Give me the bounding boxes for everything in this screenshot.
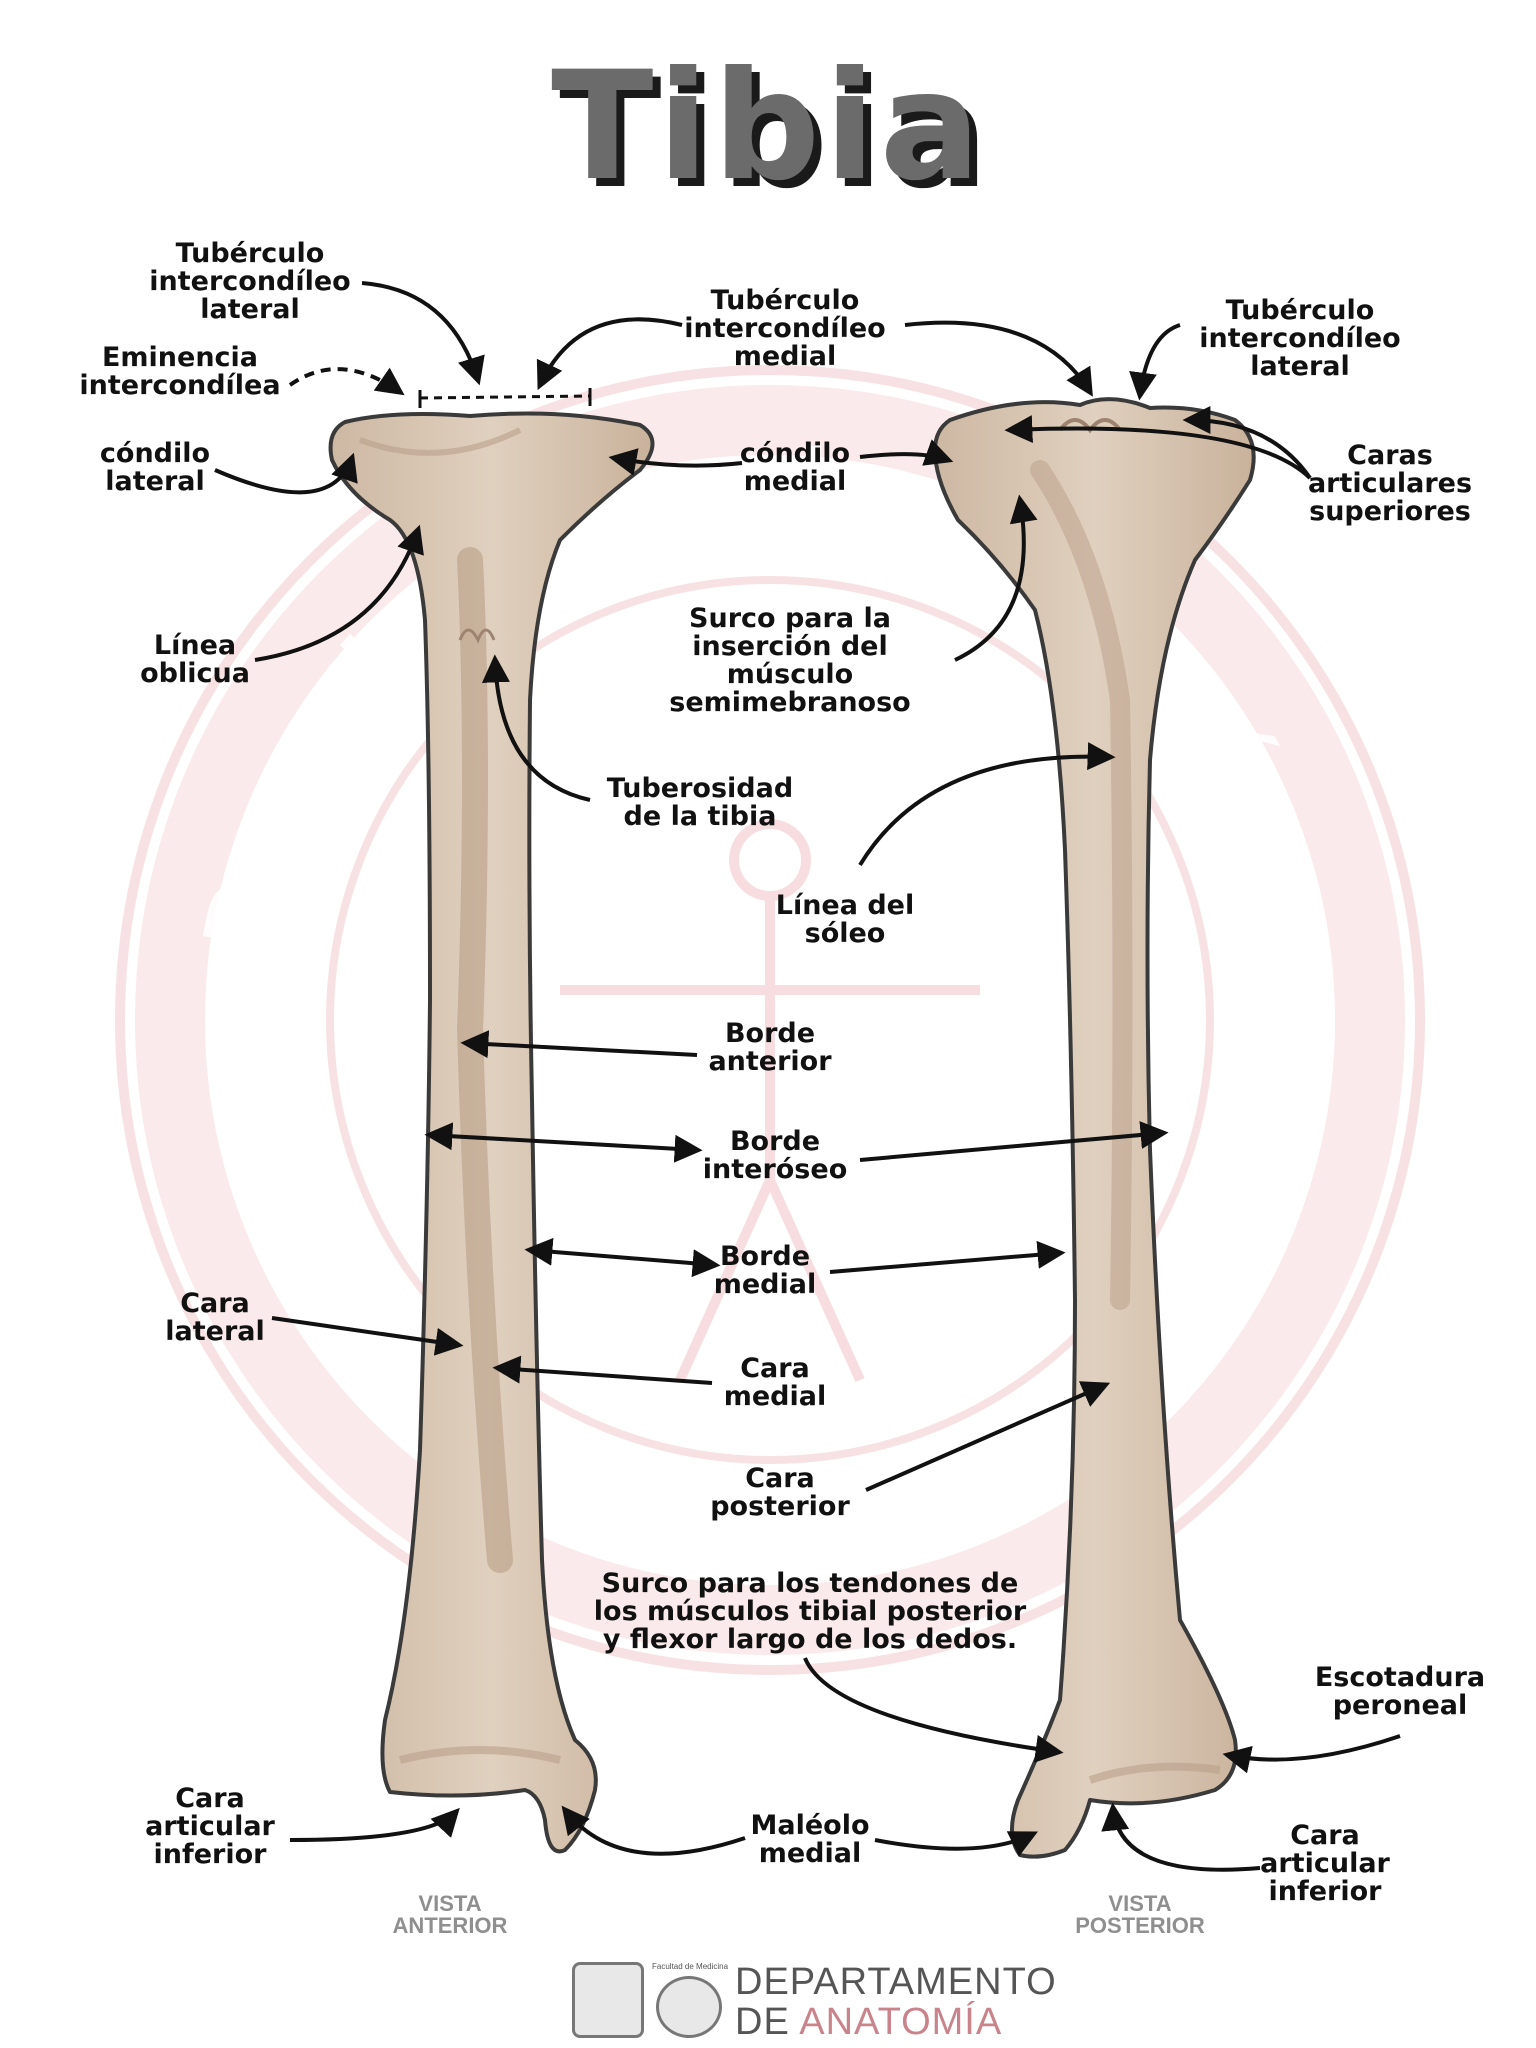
label-lateral-surface: Cara lateral: [165, 1288, 265, 1347]
label-medial-condyle: cóndilo medial: [739, 438, 851, 497]
label-tibial-tuberosity: Tuberosidad de la tibia: [606, 773, 794, 832]
tibia-posterior-view: [933, 397, 1256, 1859]
faculty-seal-icon: [656, 1976, 722, 2038]
label-tubercle-intercondylar-medial: Tubérculo intercondíleo medial: [684, 285, 886, 372]
department-line-1: DEPARTAMENTO: [735, 1961, 1057, 2003]
label-medial-border: Borde medial: [713, 1241, 817, 1300]
label-inferior-articular-surface-posterior: Cara articular inferior: [1260, 1820, 1390, 1907]
label-tendon-groove: Surco para los tendones de los músculos …: [593, 1568, 1027, 1655]
department-line-2-accent: ANATOMÍA: [799, 2001, 1003, 2043]
label-inferior-articular-surface-anterior: Cara articular inferior: [145, 1783, 275, 1870]
page-title: Tibia: [551, 40, 985, 214]
label-tubercle-intercondylar-lateral-posterior: Tubérculo intercondíleo lateral: [1199, 295, 1401, 382]
label-intercondylar-eminence: Eminencia intercondílea: [79, 342, 281, 401]
label-arrows: [214, 281, 1401, 1872]
department-line-2-prefix: DE: [735, 2001, 800, 2043]
label-anterior-border: Borde anterior: [708, 1018, 832, 1077]
label-medial-malleolus: Maléolo medial: [750, 1810, 870, 1869]
label-fibular-notch: Escotadura peroneal: [1314, 1662, 1486, 1721]
label-superior-articular-facets: Caras articulares superiores: [1307, 440, 1473, 527]
department-logo-text: DEPARTAMENTO DE ANATOMÍA: [735, 1962, 1057, 2042]
label-posterior-surface: Cara posterior: [710, 1463, 850, 1522]
department-line-2: DE ANATOMÍA: [735, 2002, 1057, 2042]
caption-anterior-view: VISTA ANTERIOR: [392, 1891, 508, 1938]
label-interosseous-border: Borde interóseo: [702, 1126, 848, 1185]
caption-posterior-view: VISTA POSTERIOR: [1075, 1891, 1205, 1938]
label-oblique-line: Línea oblicua: [140, 630, 250, 689]
faculty-caption: Facultad de Medicina: [652, 1962, 729, 1971]
label-semimembranosus-groove: Surco para la inserción del músculo semi…: [669, 603, 911, 718]
label-tubercle-intercondylar-lateral-anterior: Tubérculo intercondíleo lateral: [149, 238, 351, 325]
unam-seal-icon: [572, 1962, 644, 2038]
label-medial-surface: Cara medial: [723, 1353, 827, 1412]
label-lateral-condyle: cóndilo lateral: [99, 438, 211, 497]
label-soleal-line: Línea del sóleo: [775, 890, 915, 949]
